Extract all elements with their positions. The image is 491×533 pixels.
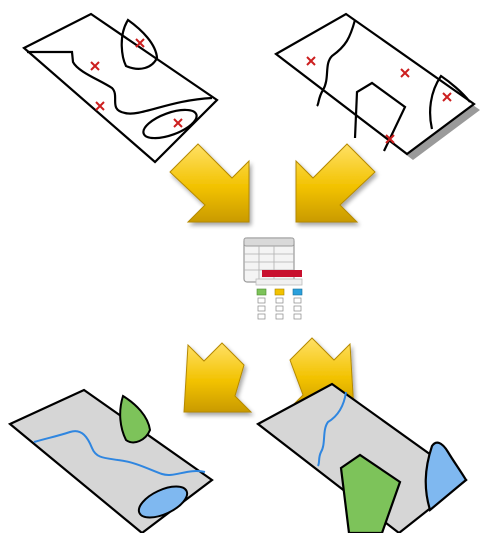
output-map-bottom-right (255, 382, 468, 533)
boundary-line (27, 50, 213, 115)
arrow-icon (183, 342, 253, 413)
input-map-top-right (274, 12, 480, 160)
tag-blue (292, 288, 303, 296)
cross-mark-icon (95, 101, 105, 111)
input-map-top-left (22, 12, 219, 164)
cross-mark-icon (135, 38, 145, 48)
lake-polygon (137, 485, 189, 519)
boundary-line (316, 19, 357, 107)
cross-mark-icon (400, 68, 410, 78)
table-header-bar (262, 270, 302, 277)
arrow-icon (295, 143, 376, 223)
river-line (33, 430, 206, 476)
region-polygon (120, 18, 159, 70)
table-subheader-bar (255, 278, 303, 286)
cross-mark-icon (442, 92, 452, 102)
forest-polygon (339, 453, 402, 533)
region-ellipse (142, 108, 198, 140)
cross-mark-icon (306, 56, 316, 66)
attribute-table-icon (243, 237, 303, 320)
region-polygon (353, 81, 407, 152)
arrow-icon (169, 143, 250, 223)
tag-green (256, 288, 267, 296)
cross-mark-icon (385, 134, 395, 144)
region-polygon (429, 74, 471, 130)
lake-polygon (424, 441, 468, 512)
output-map-bottom-left (7, 388, 214, 533)
forest-polygon (119, 394, 152, 444)
cross-mark-icon (173, 118, 183, 128)
map-sheet (22, 12, 219, 164)
river-line (317, 391, 347, 467)
tag-yellow (274, 288, 285, 296)
map-sheet (7, 388, 214, 533)
cross-mark-icon (90, 61, 100, 71)
